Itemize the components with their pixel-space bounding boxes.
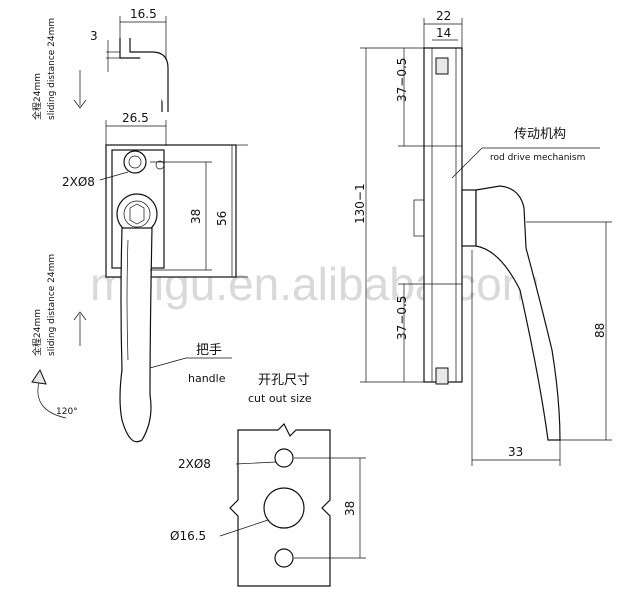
rod-drive-en: rod drive mechanism [490,153,585,163]
dim-plate-width: 26.5 [122,111,149,125]
bottom-slot [435,367,449,385]
rivet [155,160,165,170]
dim-side-width: 22 [436,9,451,23]
cutout-upper-hole [274,448,294,468]
arrow-up-icon [73,311,87,346]
cutout-holes-label: 2XØ8 [178,457,211,471]
sliding-top-cn: 全程24mm [31,73,43,120]
dim-top-width: 16.5 [130,7,157,21]
sliding-bottom-cn: 全程24mm [31,309,43,356]
arrow-down-icon [73,70,87,109]
dim-side-inner: 14 [436,26,451,40]
dim-upper-segment: 37−0.5 [395,58,409,102]
cutout-title-en: cut out size [248,392,312,405]
cutout-lower-hole [274,548,294,568]
handle-side-profile [475,185,561,441]
top-slot [435,57,449,75]
cutout-title-cn: 开孔尺寸 [258,373,310,388]
hub-side [461,189,477,247]
handle-lever [119,227,153,443]
cutout-view: 开孔尺寸 cut out size 2XØ8 Ø16.5 38 [170,373,366,587]
rod-drive-cn: 传动机构 [514,127,566,142]
dim-plate-height: 56 [215,211,229,226]
rotation-label: 120° [56,407,78,417]
dim-hook: 3 [90,29,98,43]
dim-handle-height: 88 [593,323,607,338]
dim-total-length: 130−1 [353,183,367,224]
cutout-dim-spacing: 38 [343,501,357,516]
dim-hole-spacing: 38 [189,209,203,224]
dim-lower-segment: 37−0.5 [395,296,409,340]
handle-en: handle [188,372,226,385]
front-holes-label: 2XØ8 [62,175,95,189]
rod-stub [413,199,425,237]
sliding-bottom-en: sliding distance 24mm [47,254,57,356]
hook-rod-inner [129,38,169,112]
dim-handle-reach: 33 [508,445,523,459]
side-view: 22 14 130−1 37−0.5 37−0.5 传动机构 rod drive… [353,9,612,466]
cutout-center-label: Ø16.5 [170,529,206,543]
handle-cn: 把手 [196,343,222,358]
sliding-top-en: sliding distance 24mm [47,18,57,120]
cutout-center-hole [263,487,305,529]
upper-hole [123,150,147,174]
front-view: 16.5 3 26.5 2XØ8 38 [31,7,248,443]
